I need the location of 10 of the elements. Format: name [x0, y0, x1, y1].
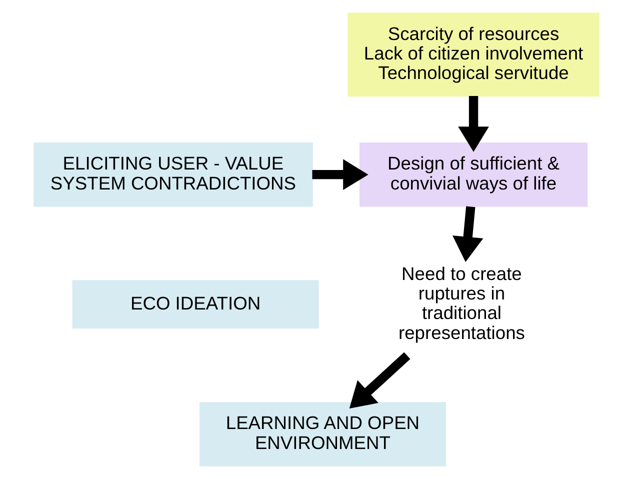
node-box: LEARNING AND OPEN ENVIRONMENT	[198, 402, 446, 466]
arrow	[348, 352, 410, 409]
arrow	[452, 206, 483, 262]
node-box: Scarcity of resources Lack of citizen involvement Technological servitude	[347, 12, 599, 97]
node-box: ECO IDEATION	[72, 280, 318, 329]
node-text: Need to create ruptures in traditional representations	[398, 262, 524, 343]
node-box: Design of sufficient & convivial ways of life	[358, 142, 588, 207]
node-box: ELICITING USER - VALUE SYSTEM CONTRADICTIONS	[33, 142, 312, 207]
arrow	[312, 159, 368, 190]
arrow	[458, 96, 488, 152]
